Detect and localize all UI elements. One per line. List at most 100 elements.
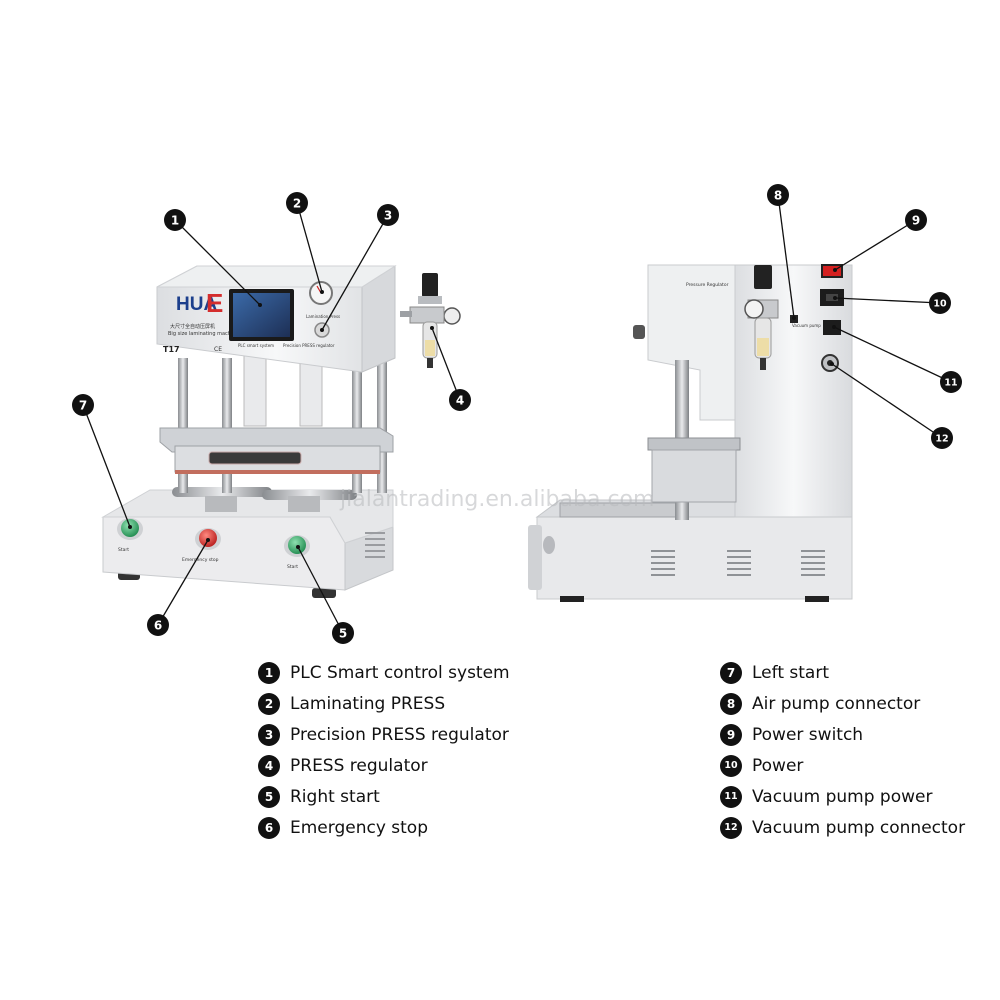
svg-text:4: 4	[456, 394, 464, 408]
legend-number-badge: 1	[258, 661, 280, 684]
right-start-label: Start	[287, 564, 298, 570]
legend-item: 9 Power switch	[720, 719, 965, 750]
front-chamber-window	[208, 451, 302, 465]
pressure-regulator-label: Pressure Regulator	[686, 282, 729, 288]
svg-text:HUA: HUA	[176, 294, 217, 315]
watermark: jialantrading.en.alibaba.com	[339, 487, 654, 512]
side-foot-right	[805, 596, 829, 602]
svg-text:5: 5	[339, 627, 347, 641]
machine-subtitle-en: Big size laminating machine	[168, 331, 239, 337]
legend-item: 1 PLC Smart control system	[258, 657, 510, 688]
callout-badge-7: 7	[72, 394, 94, 416]
callout-leader-lines	[82, 194, 952, 634]
front-base-top	[101, 489, 394, 544]
plc-screen-label: PLC smart system	[238, 343, 274, 348]
ce-mark: CE	[214, 346, 222, 353]
emergency-stop-label: Emergency stop	[182, 557, 219, 563]
side-button	[543, 536, 555, 554]
legend-number-badge: 2	[258, 692, 280, 715]
callout-badge-4: 4	[449, 389, 471, 411]
legend-label: Right start	[290, 786, 380, 807]
legend-number-badge: 7	[720, 661, 742, 684]
legend-label: PLC Smart control system	[290, 662, 510, 683]
front-rail-right	[262, 490, 357, 500]
svg-text:6: 6	[154, 619, 162, 633]
callout-badge-2: 2	[286, 192, 308, 214]
front-column-4	[377, 358, 387, 493]
callout-badge-3: 3	[377, 204, 399, 226]
left-start-label: Start	[118, 547, 129, 553]
front-column-1	[178, 358, 188, 493]
legend-number-badge: 11	[720, 785, 742, 808]
front-column-2	[222, 358, 232, 493]
legend-item: 4 PRESS regulator	[258, 750, 510, 781]
right-start-button[interactable]	[288, 536, 306, 554]
svg-text:E: E	[206, 288, 223, 318]
legend-number-badge: 8	[720, 692, 742, 715]
front-cylinder-left	[243, 355, 267, 427]
front-foot-right	[312, 588, 336, 598]
front-rail-block-right	[288, 496, 320, 512]
svg-text:11: 11	[944, 378, 957, 389]
legend-label: Vacuum pump power	[752, 786, 933, 807]
callout-badge-10: 10	[929, 292, 951, 314]
callout-endpoints	[128, 268, 837, 549]
vacuum-pump-power-socket[interactable]	[823, 320, 841, 335]
legend-number-badge: 6	[258, 816, 280, 839]
callout-badge-5: 5	[332, 622, 354, 644]
regulator-label: Precision PRESS regulator	[283, 343, 335, 348]
legend-item: 12 Vacuum pump connector	[720, 812, 965, 843]
side-arm-knob	[633, 325, 645, 339]
legend-number-badge: 5	[258, 785, 280, 808]
side-base-front	[528, 525, 542, 590]
callout-badges: 1 2 3 4 5 6 7 8 9 10 11 12	[72, 184, 962, 644]
svg-text:10: 10	[933, 299, 947, 310]
legend-label: Precision PRESS regulator	[290, 724, 509, 745]
svg-text:9: 9	[912, 214, 920, 228]
callout-badge-8: 8	[767, 184, 789, 206]
legend-number-badge: 12	[720, 816, 742, 839]
legend-item: 10 Power	[720, 750, 965, 781]
side-base	[536, 516, 853, 600]
side-machine: Pressure Regulator Vacuum pump	[528, 264, 853, 602]
plc-screen[interactable]	[233, 293, 290, 337]
svg-text:1: 1	[171, 214, 179, 228]
side-arm	[647, 264, 736, 421]
vacuum-pump-label: Vacuum pump	[792, 323, 821, 328]
front-housing-top	[156, 265, 397, 288]
svg-text:12: 12	[935, 434, 948, 445]
side-chamber	[651, 449, 737, 503]
legend-item: 8 Air pump connector	[720, 688, 965, 719]
gauge-label: Lamination Press	[306, 314, 340, 319]
legend-item: 2 Laminating PRESS	[258, 688, 510, 719]
front-machine: HUA E 大尺寸全自动压屏机 Big size laminating mach…	[101, 265, 461, 598]
legend-label: Air pump connector	[752, 693, 921, 714]
svg-text:7: 7	[79, 399, 87, 413]
svg-text:8: 8	[774, 189, 782, 203]
legend-left: 1 PLC Smart control system 2 Laminating PR…	[258, 657, 510, 843]
power-switch[interactable]	[823, 266, 841, 276]
side-foot-left	[560, 596, 584, 602]
legend-label: Vacuum pump connector	[752, 817, 966, 838]
legend-number-badge: 4	[258, 754, 280, 777]
legend-label: PRESS regulator	[290, 755, 428, 776]
legend-item: 11 Vacuum pump power	[720, 781, 965, 812]
svg-text:3: 3	[384, 209, 392, 223]
machine-model: T17	[163, 345, 180, 354]
callout-badge-9: 9	[905, 209, 927, 231]
front-chamber-seal	[175, 470, 380, 474]
legend-number-badge: 9	[720, 723, 742, 746]
press-regulator[interactable]	[400, 273, 461, 368]
front-rail-block-left	[205, 496, 237, 512]
air-pump-regulator[interactable]	[744, 265, 798, 370]
legend-label: Power	[752, 755, 804, 776]
brand-logo: HUA E	[176, 288, 223, 318]
legend-number-badge: 10	[720, 754, 742, 777]
legend-label: Power switch	[752, 724, 864, 745]
legend-label: Laminating PRESS	[290, 693, 446, 714]
